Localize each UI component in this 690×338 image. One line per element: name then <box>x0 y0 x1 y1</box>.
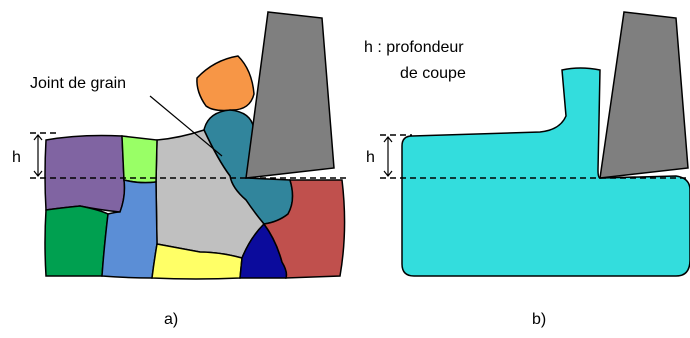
grain-red <box>262 179 346 279</box>
panel-a: h Joint de grain a) <box>12 11 346 328</box>
grain-boundary-label: Joint de grain <box>30 75 126 92</box>
caption-b: b) <box>532 311 546 328</box>
depth-symbol-b: h <box>366 149 375 166</box>
depth-definition-line1: h : profondeur <box>364 39 464 56</box>
grain-purple <box>44 134 126 213</box>
depth-arrow-b <box>383 136 393 177</box>
panel-b: h h : profondeur de coupe b) <box>364 11 690 328</box>
depth-symbol-a: h <box>12 149 21 166</box>
depth-arrow-a <box>33 134 43 177</box>
grain-green <box>44 205 109 277</box>
grain-boundary-pointer <box>149 95 223 157</box>
grain-blue <box>101 179 158 279</box>
depth-definition-line2: de coupe <box>400 65 466 82</box>
cutting-tool-a <box>245 11 335 179</box>
grain-orange <box>196 55 255 112</box>
grain-lightgreen <box>121 135 158 184</box>
cutting-tool-b <box>599 11 689 179</box>
caption-a: a) <box>164 311 178 328</box>
